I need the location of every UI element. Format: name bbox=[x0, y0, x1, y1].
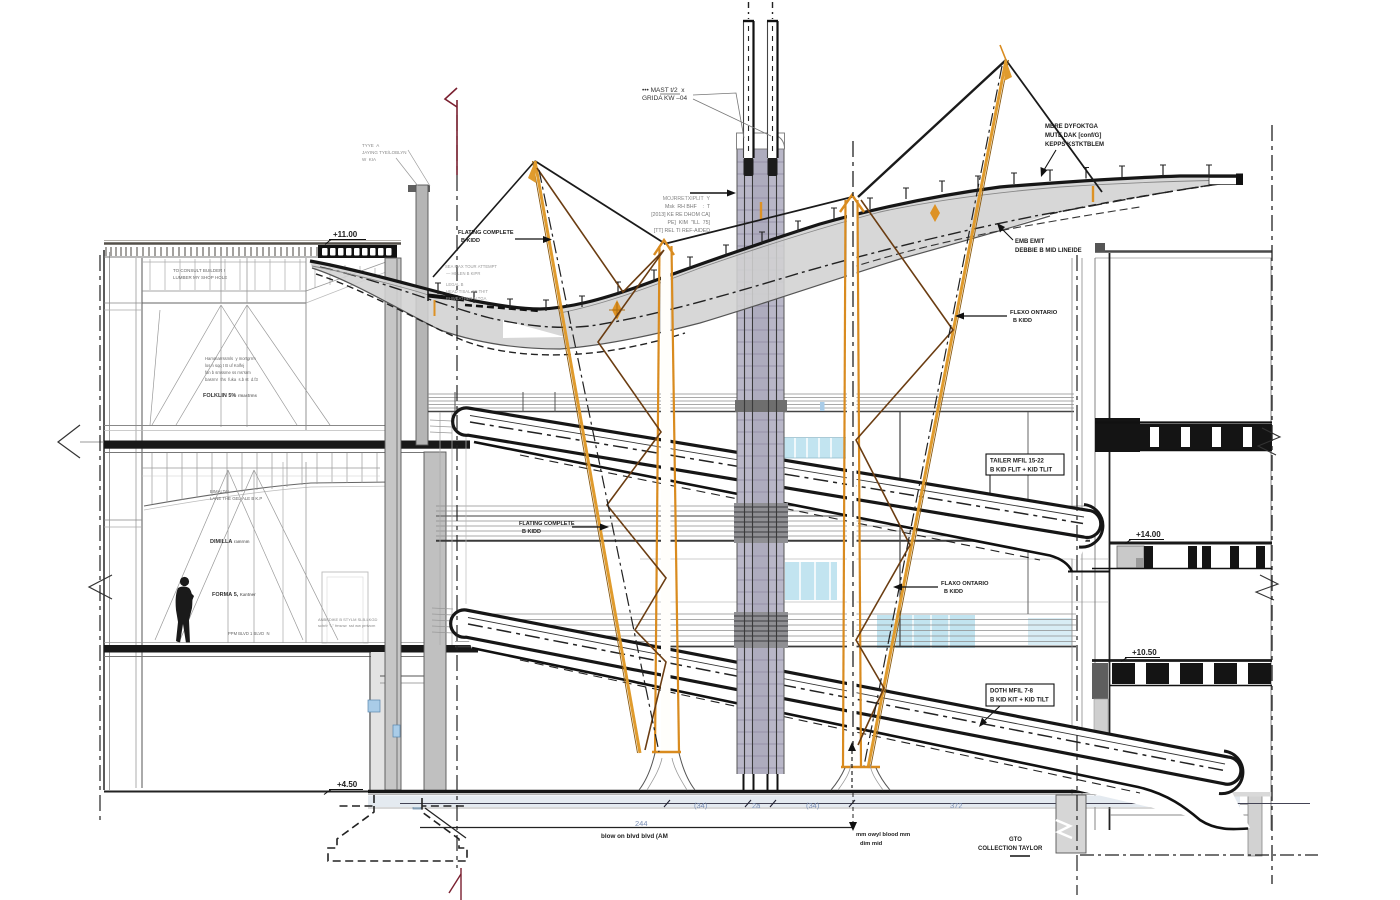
svg-text:blow on blvd blvd (AM: blow on blvd blvd (AM bbox=[601, 833, 668, 840]
svg-text:[2013] KE RE DHOM CA]: [2013] KE RE DHOM CA] bbox=[651, 212, 710, 218]
svg-text:fsn b smssme ss ms'srm: fsn b smssme ss ms'srm bbox=[205, 370, 251, 375]
svg-text:+11.00: +11.00 bbox=[333, 230, 358, 239]
svg-text:FOLKLIN 5% rmastrms: FOLKLIN 5% rmastrms bbox=[203, 393, 258, 399]
svg-text:SEA MAX TOUR ATTEMPT: SEA MAX TOUR ATTEMPT bbox=[445, 264, 497, 269]
svg-text:GRIDA KW –04: GRIDA KW –04 bbox=[642, 95, 688, 102]
svg-text:schrlr "L" fmsnw sst ww prrtz: schrlr "L" fmsnw sst ww prrtzcm bbox=[318, 623, 376, 628]
svg-text:COLLECTION TAYLOR: COLLECTION TAYLOR bbox=[978, 846, 1043, 852]
svg-text:KEPPS KSTKTBLEM: KEPPS KSTKTBLEM bbox=[1045, 142, 1104, 148]
svg-text:+4.50: +4.50 bbox=[337, 780, 358, 789]
svg-text:JAYING TYE/LOBLYN: JAYING TYE/LOBLYN bbox=[362, 150, 407, 155]
svg-text:B KID FLIT + KID TLIT: B KID FLIT + KID TLIT bbox=[990, 468, 1052, 474]
svg-text:+10.50: +10.50 bbox=[1132, 648, 1157, 657]
svg-text:2a: 2a bbox=[752, 801, 761, 810]
svg-text:B KIDD: B KIDD bbox=[1013, 318, 1032, 324]
svg-text:FLAXO ONTARIO: FLAXO ONTARIO bbox=[941, 581, 989, 587]
svg-text:B KIDD: B KIDD bbox=[522, 529, 541, 535]
svg-text:TYYE A: TYYE A bbox=[362, 143, 379, 148]
svg-text:FORMA 5, Kantner: FORMA 5, Kantner bbox=[212, 592, 256, 598]
svg-text:mm owyl blood mm: mm owyl blood mm bbox=[856, 832, 910, 838]
svg-text:ANBEDIKE B STYLM SLB-LKGD: ANBEDIKE B STYLM SLB-LKGD bbox=[318, 617, 377, 622]
svg-text:LUMBER MY SHOP HOLE: LUMBER MY SHOP HOLE bbox=[173, 275, 227, 280]
svg-text:BIMALTA!: BIMALTA! bbox=[210, 489, 229, 494]
svg-text:W KIA: W KIA bbox=[362, 157, 376, 162]
svg-text:MUTE DAK [conf/G]: MUTE DAK [conf/G] bbox=[1045, 133, 1101, 139]
svg-text:LEGAL B: LEGAL B bbox=[446, 282, 464, 287]
svg-text:(34): (34) bbox=[806, 801, 820, 810]
svg-text:GTO: GTO bbox=[1009, 837, 1022, 843]
svg-text:— HELEN B KIPR: — HELEN B KIPR bbox=[445, 271, 480, 276]
svg-text:DOTH MFIL 7-8: DOTH MFIL 7-8 bbox=[990, 689, 1034, 695]
svg-text:BHWEATHER N TGA: BHWEATHER N TGA bbox=[446, 296, 487, 301]
svg-text:B KIDD: B KIDD bbox=[461, 238, 480, 244]
svg-text:244: 244 bbox=[635, 819, 648, 828]
svg-text:DEBBIE B MID LINEIDE: DEBBIE B MID LINEIDE bbox=[1015, 248, 1082, 254]
svg-text:372: 372 bbox=[950, 801, 963, 810]
svg-text:FLATING COMPLETE: FLATING COMPLETE bbox=[519, 521, 575, 527]
svg-text:los n sqq t B uf Kolfej: los n sqq t B uf Kolfej bbox=[205, 363, 244, 368]
svg-text:TAILER MFIL 15-22: TAILER MFIL 15-22 bbox=[990, 459, 1045, 465]
svg-text:dim mid: dim mid bbox=[860, 841, 883, 847]
svg-text:basrmr ths fuka s.b st d.f: basrmr ths fuka s.b st d.f3 bbox=[205, 377, 258, 382]
svg-text:MBRE DYFOKTGA: MBRE DYFOKTGA bbox=[1045, 124, 1099, 130]
svg-text:HEAD T!SAL 4:5 TH!T: HEAD T!SAL 4:5 TH!T bbox=[446, 289, 488, 294]
svg-text:TO CONSULT BUILDER !: TO CONSULT BUILDER ! bbox=[173, 268, 225, 273]
svg-text:LANE THE GEL ALE B K.P: LANE THE GEL ALE B K.P bbox=[210, 496, 262, 501]
svg-text:PPM BLVD 1 BLVD N: PPM BLVD 1 BLVD N bbox=[228, 631, 270, 636]
svg-text:[TT] REL TI REF-AIDED: [TT] REL TI REF-AIDED bbox=[654, 228, 710, 234]
svg-text:MOJRRETXIPLIT Y: MOJRRETXIPLIT Y bbox=[663, 196, 711, 202]
svg-text:Msk RH BHF : T: Msk RH BHF : T bbox=[665, 204, 711, 210]
svg-text:Hammarrssmls y mortgrrm: Hammarrssmls y mortgrrm bbox=[205, 356, 256, 361]
svg-text:B KIDD: B KIDD bbox=[944, 589, 963, 595]
svg-text:B KID KIT + KID TILT: B KID KIT + KID TILT bbox=[990, 698, 1049, 704]
svg-text:••• MAST t/2 x: ••• MAST t/2 x bbox=[642, 87, 685, 94]
svg-text:FLEXO ONTARIO: FLEXO ONTARIO bbox=[1010, 310, 1058, 316]
svg-text:EMB EMIT: EMB EMIT bbox=[1015, 239, 1045, 245]
svg-text:PE] KIM "ILL 75]: PE] KIM "ILL 75] bbox=[668, 220, 711, 226]
svg-text:(34): (34) bbox=[694, 801, 708, 810]
svg-text:DIMILLA ramrnm: DIMILLA ramrnm bbox=[210, 539, 250, 545]
svg-text:FLATING COMPLETE: FLATING COMPLETE bbox=[458, 230, 514, 236]
svg-text:+14.00: +14.00 bbox=[1136, 530, 1161, 539]
